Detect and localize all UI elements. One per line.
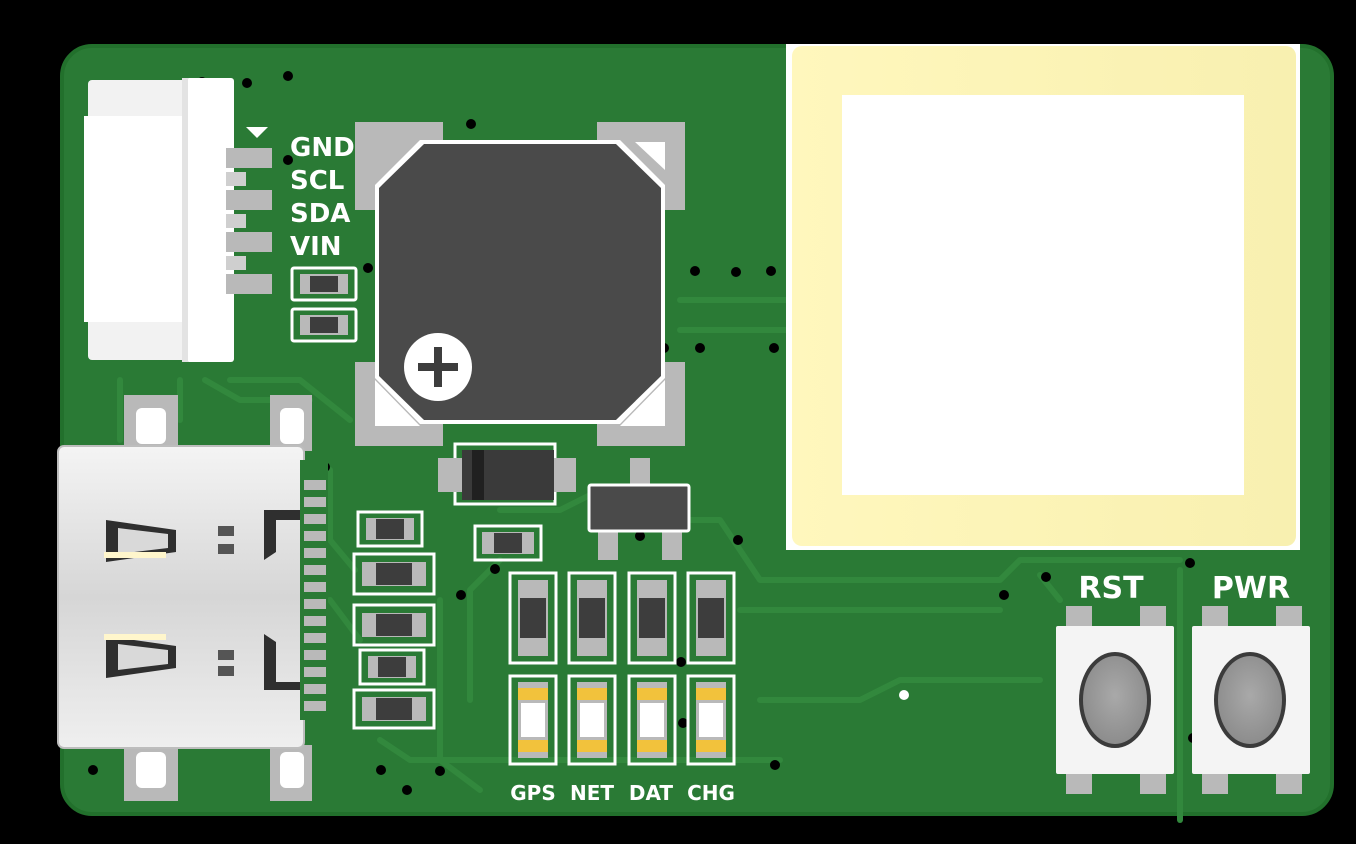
reset-button[interactable] [1056, 606, 1174, 794]
led-chg-indicator [686, 674, 736, 766]
led-resistors [508, 571, 736, 665]
pin-label-gnd: GND [290, 133, 355, 163]
pin-label-vin: VIN [290, 232, 342, 262]
led-label-net: NET [570, 781, 614, 805]
schottky-diode [438, 442, 576, 506]
vias [88, 71, 1198, 795]
capacitor-c1 [473, 524, 543, 562]
usb-c-connector [57, 395, 328, 801]
status-leds [508, 674, 736, 766]
led-label-chg: CHG [687, 781, 735, 805]
pullup-resistors [290, 266, 358, 343]
button-label-rst: RST [1078, 571, 1144, 606]
led-net-indicator [567, 674, 617, 766]
button-label-pwr: PWR [1212, 571, 1290, 606]
copper-traces [117, 297, 1183, 823]
led-label-gps: GPS [510, 781, 555, 805]
passive-column [352, 510, 436, 730]
buzzer [355, 122, 685, 446]
jst-connector [84, 78, 272, 362]
led-gps-indicator [508, 674, 558, 766]
voltage-regulator [587, 458, 691, 560]
led-label-dat: DAT [629, 781, 674, 805]
led-dat-indicator [627, 674, 677, 766]
pin-label-sda: SDA [290, 199, 350, 229]
power-button[interactable] [1192, 606, 1310, 794]
pin-label-scl: SCL [290, 166, 344, 196]
gps-patch-antenna [786, 44, 1300, 550]
white-via [899, 690, 909, 700]
